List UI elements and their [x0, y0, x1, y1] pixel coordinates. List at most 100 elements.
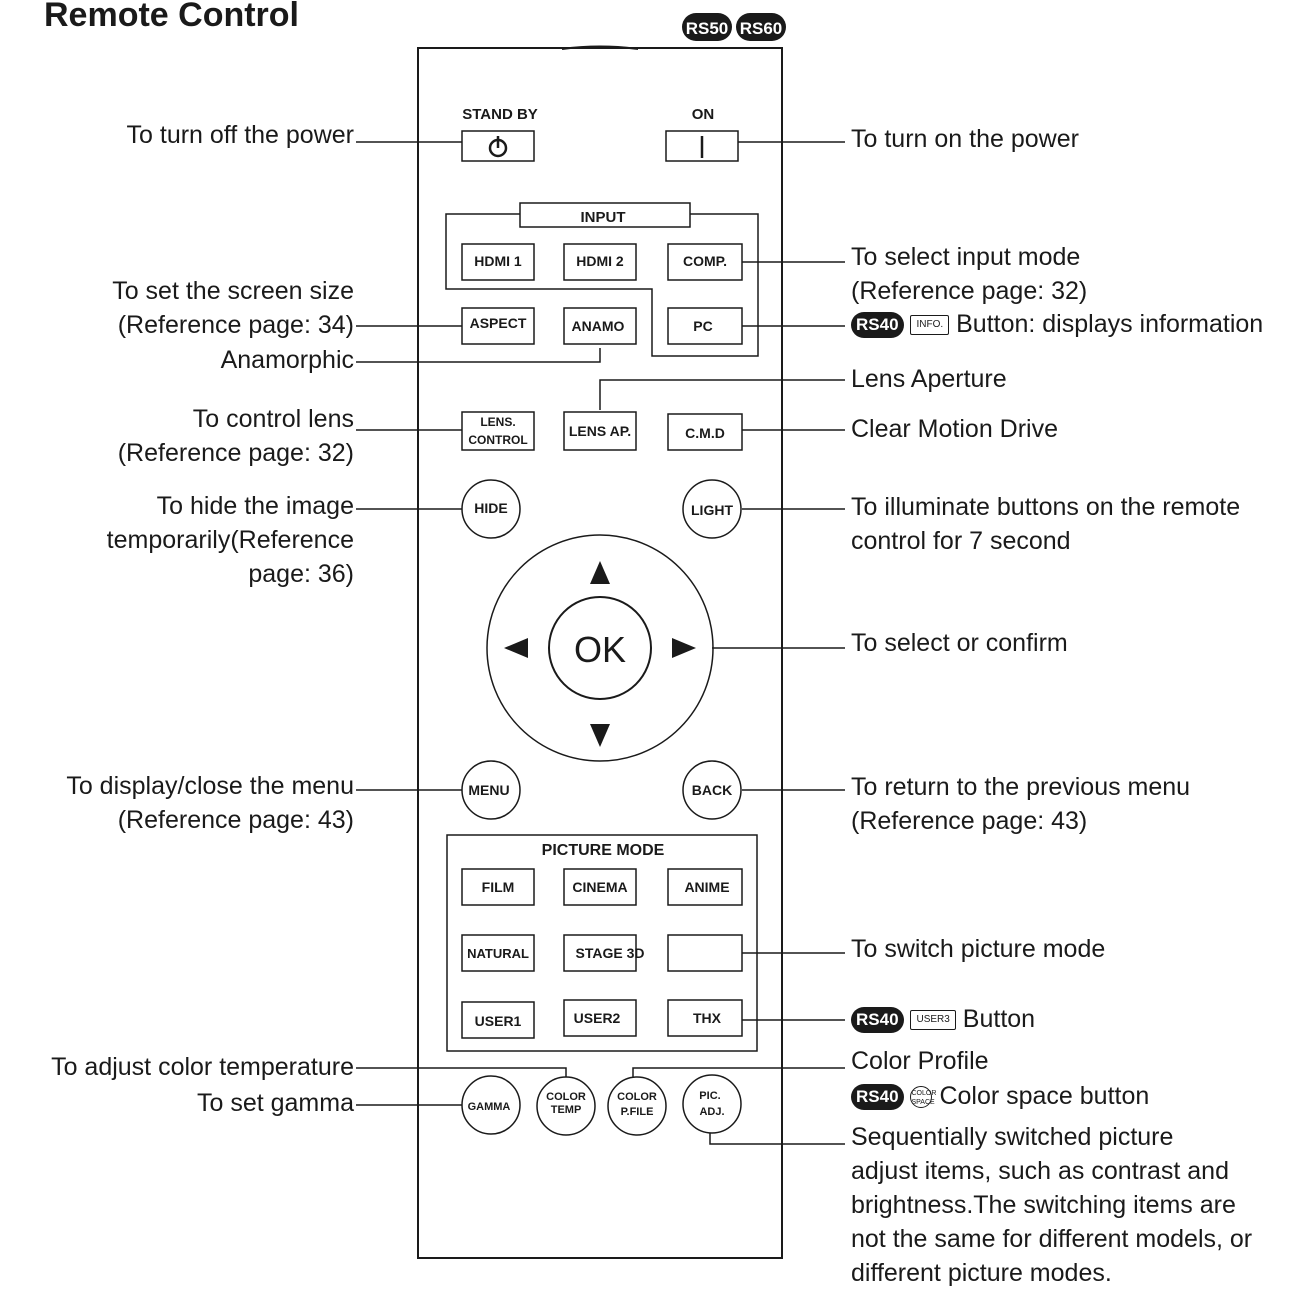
rs40-badge: RS40 [851, 1084, 904, 1111]
back-button[interactable]: BACK [682, 760, 742, 820]
picture-mode-label: PICTURE MODE [542, 842, 665, 859]
annotation-cmd: Clear Motion Drive [851, 415, 1059, 443]
annotation-gamma: To set gamma [196, 1089, 354, 1117]
svg-text:PC: PC [693, 318, 712, 334]
annotation-pic-adj-line2: adjust items, such as contrast and [851, 1157, 1229, 1185]
anamo-button[interactable]: ANAMO [563, 307, 637, 345]
annotation-user3-text: Button [962, 1005, 1036, 1033]
svg-text:PIC.: PIC. [699, 1090, 720, 1102]
hdmi2-button[interactable]: HDMI 2 [563, 243, 637, 281]
annotation-power-off: To turn off the power [126, 121, 354, 149]
svg-text:COLOR: COLOR [617, 1091, 657, 1103]
lens-ap-button[interactable]: LENS AP. [563, 411, 637, 451]
annotation-lens-aperture: Lens Aperture [851, 365, 1007, 393]
power-icon [488, 136, 508, 158]
svg-text:LIGHT: LIGHT [691, 502, 733, 518]
svg-text:LENS.: LENS. [480, 415, 515, 429]
annotation-pic-adj-line1: Sequentially switched picture [851, 1123, 1174, 1151]
annotation-lens-line1: To control lens [192, 405, 354, 433]
annotation-hide-line1: To hide the image [156, 492, 354, 520]
annotation-pic-adj-line4: not the same for different models, or [851, 1225, 1253, 1253]
pc-button[interactable]: PC [667, 307, 743, 345]
hide-button[interactable]: HIDE [461, 479, 521, 539]
svg-text:HDMI 1: HDMI 1 [474, 253, 522, 269]
arrow-down-icon[interactable] [590, 724, 610, 747]
rs40-badge: RS40 [851, 312, 904, 339]
annotation-pic-adj: Sequentially switched picture adjust ite… [851, 1120, 1252, 1290]
stage3d-button[interactable]: STAGE 3D [563, 934, 645, 972]
comp-button[interactable]: COMP. [667, 243, 743, 281]
user1-button[interactable]: USER1 [461, 1001, 535, 1039]
annotation-hide-line3: page: 36) [248, 560, 354, 588]
arrow-right-icon[interactable] [672, 638, 696, 658]
page-title: Remote Control [44, 0, 299, 34]
natural-button[interactable]: NATURAL [461, 934, 535, 972]
blank-button[interactable] [667, 934, 743, 972]
input-label: INPUT [581, 209, 626, 226]
model-badge-rs60: RS60 [736, 13, 786, 41]
anime-button[interactable]: ANIME [667, 868, 743, 906]
svg-text:FILM: FILM [482, 879, 515, 895]
svg-text:ANIME: ANIME [684, 879, 729, 895]
annotation-power-on: To turn on the power [851, 125, 1079, 153]
svg-text:GAMMA: GAMMA [468, 1101, 511, 1113]
annotation-picture-mode: To switch picture mode [851, 935, 1106, 963]
svg-text:RS60: RS60 [740, 19, 783, 38]
film-button[interactable]: FILM [461, 868, 535, 906]
svg-text:STAGE 3D: STAGE 3D [576, 945, 645, 961]
user2-button[interactable]: USER2 [563, 999, 637, 1037]
arrow-up-icon[interactable] [590, 561, 610, 584]
svg-text:ASPECT: ASPECT [470, 315, 527, 331]
svg-text:COLOR: COLOR [546, 1091, 586, 1103]
annotation-ok: To select or confirm [851, 629, 1068, 657]
model-badge-rs50: RS50 [682, 13, 732, 41]
standby-label: STAND BY [462, 106, 538, 123]
info-button-icon: INFO. [910, 315, 950, 336]
cinema-button[interactable]: CINEMA [563, 868, 637, 906]
annotation-screen-size: To set the screen size (Reference page: … [112, 274, 354, 342]
annotation-back-line2: (Reference page: 43) [851, 807, 1088, 835]
annotation-hide-line2: temporarily(Reference [106, 526, 354, 554]
cmd-button[interactable]: C.M.D [667, 413, 743, 451]
annotation-color-space-text: Color space button [939, 1082, 1150, 1110]
svg-text:TEMP: TEMP [551, 1104, 582, 1116]
lens-control-button[interactable]: LENS. CONTROL [461, 411, 535, 451]
svg-text:HIDE: HIDE [474, 500, 507, 516]
annotation-color-temp: To adjust color temperature [51, 1053, 354, 1081]
svg-text:USER2: USER2 [574, 1010, 621, 1026]
arrow-left-icon[interactable] [504, 638, 528, 658]
annotation-screen-size-line1: To set the screen size [112, 277, 354, 305]
standby-button[interactable] [461, 130, 535, 162]
thx-button[interactable]: THX [667, 999, 743, 1037]
annotation-menu-line2: (Reference page: 43) [117, 806, 354, 834]
ok-button[interactable]: OK [574, 629, 626, 670]
svg-text:COMP.: COMP. [683, 253, 727, 269]
light-button[interactable]: LIGHT [682, 479, 742, 539]
pic-adj-button[interactable]: PIC.ADJ. [682, 1074, 742, 1134]
annotation-back: To return to the previous menu (Referenc… [851, 770, 1190, 838]
svg-text:RS50: RS50 [686, 19, 729, 38]
svg-text:CONTROL: CONTROL [468, 433, 527, 447]
annotation-menu: To display/close the menu (Reference pag… [66, 769, 354, 837]
annotation-anamorphic: Anamorphic [220, 346, 354, 374]
annotation-user3: RS40 USER3 Button [851, 1002, 1035, 1036]
annotation-info-text: Button: displays information [956, 310, 1264, 338]
aspect-button[interactable]: ASPECT [461, 307, 535, 345]
annotation-info: RS40 INFO. Button: displays information [851, 307, 1263, 341]
annotation-pic-adj-line5: different picture modes. [851, 1259, 1112, 1287]
svg-text:C.M.D: C.M.D [685, 425, 725, 441]
annotation-input-line1: To select input mode [851, 243, 1081, 271]
gamma-button[interactable]: GAMMA [461, 1075, 521, 1135]
annotation-input-line2: (Reference page: 32) [851, 277, 1088, 305]
menu-button[interactable]: MENU [461, 760, 521, 820]
svg-text:BACK: BACK [692, 782, 732, 798]
hdmi1-button[interactable]: HDMI 1 [461, 243, 535, 281]
annotation-light-line2: control for 7 second [851, 527, 1071, 555]
annotation-input: To select input mode (Reference page: 32… [851, 240, 1087, 308]
on-button[interactable] [665, 130, 739, 162]
